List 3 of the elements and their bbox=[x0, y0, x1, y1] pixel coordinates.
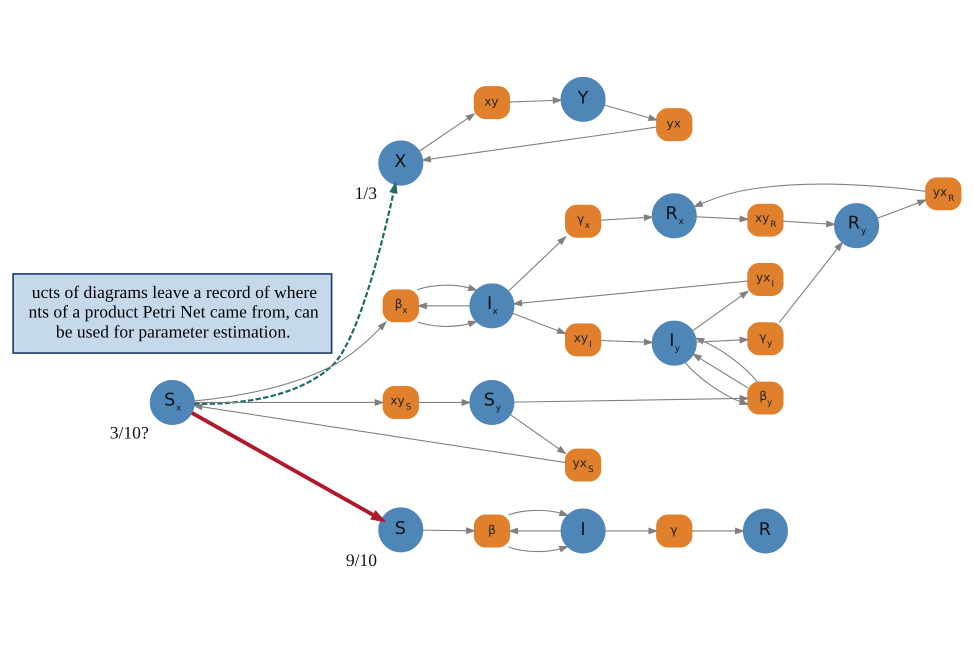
node-label: 1/3 bbox=[354, 182, 378, 203]
node-label: 3/10? bbox=[110, 422, 149, 442]
node-label: 9/10 bbox=[346, 549, 378, 570]
